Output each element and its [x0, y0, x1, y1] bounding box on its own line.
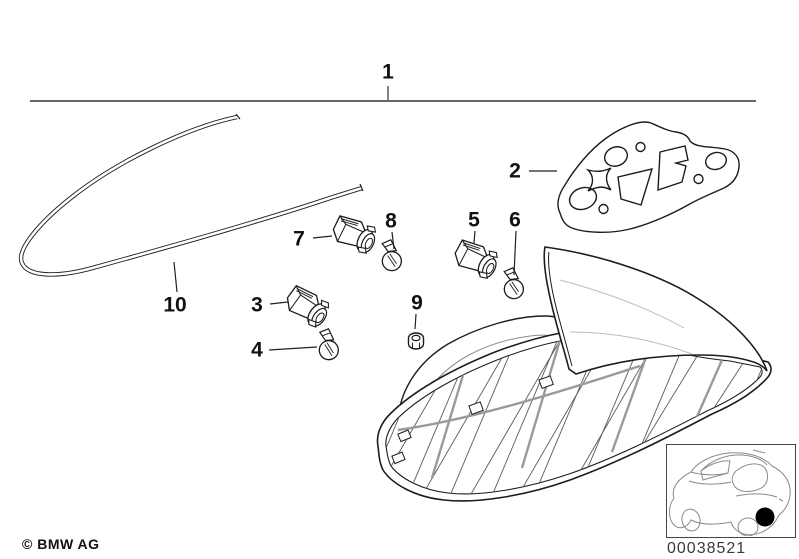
callout-7[interactable]: 7 — [293, 227, 305, 251]
tail-light-lens — [376, 326, 772, 502]
bulb-socket-7 — [328, 210, 381, 257]
callout-2[interactable]: 2 — [509, 159, 521, 183]
tail-light-location-dot — [755, 507, 775, 527]
callout-9[interactable]: 9 — [411, 291, 423, 315]
car-location-inset — [666, 444, 796, 538]
gasket-2 — [557, 121, 740, 233]
tail-light-fin — [543, 246, 768, 375]
bulb-8 — [377, 238, 405, 273]
car-rear-three-quarter-icon — [669, 449, 791, 537]
callout-1[interactable]: 1 — [382, 60, 394, 84]
callout-8[interactable]: 8 — [385, 209, 397, 233]
diagram-number: 00038521 — [667, 540, 747, 557]
bulb-4 — [314, 326, 343, 362]
sealing-strip-10 — [18, 113, 364, 277]
bulb-6 — [499, 266, 527, 301]
callout-3[interactable]: 3 — [251, 293, 263, 317]
bulb-socket-5 — [450, 234, 503, 282]
copyright-text: © BMW AG — [22, 536, 100, 552]
group-bracket-line — [30, 86, 756, 102]
callout-6[interactable]: 6 — [509, 208, 521, 232]
callout-5[interactable]: 5 — [468, 208, 480, 232]
callout-10[interactable]: 10 — [163, 293, 187, 317]
nut-9 — [407, 332, 425, 350]
leader-lines — [173, 170, 557, 351]
bulb-socket-3 — [281, 281, 335, 331]
callout-4[interactable]: 4 — [251, 338, 263, 362]
